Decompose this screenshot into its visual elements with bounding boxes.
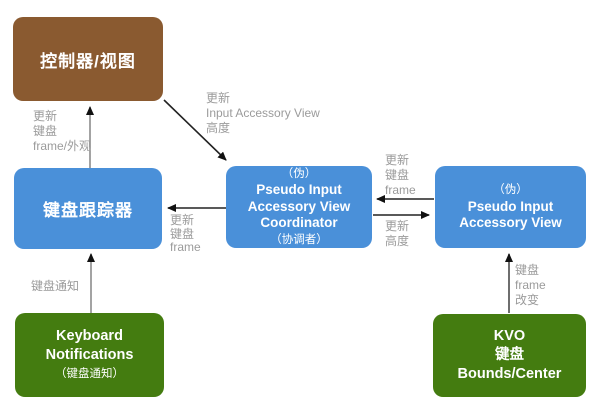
label-update-keyboard-frame-appearance: 更新 键盘 frame/外观 <box>33 109 91 154</box>
node-kvo-bounds-center[interactable]: KVO 键盘 Bounds/Center <box>433 314 586 397</box>
node-kvo-line-2: 键盘 <box>495 347 524 363</box>
label-update-input-accessory-view-height: 更新 Input Accessory View 高度 <box>206 91 320 136</box>
label-keyboard-frame-change: 键盘 frame 改变 <box>515 263 546 308</box>
label-keyboard-notification: 键盘通知 <box>31 279 79 294</box>
label-line: Input Accessory View <box>206 106 320 120</box>
node-pseudo-view-line-3: Accessory View <box>459 215 562 231</box>
label-line: 更新 <box>385 153 410 167</box>
label-line: 高度 <box>206 121 231 135</box>
label-update-height: 更新 高度 <box>385 219 409 249</box>
label-line: 改变 <box>515 293 540 307</box>
node-controller-view[interactable]: 控制器/视图 <box>13 17 163 101</box>
node-keyboard-tracker[interactable]: 键盘跟踪器 <box>14 168 162 249</box>
node-notifications-line-1: Keyboard <box>56 327 123 344</box>
node-pseudo-view-line-2: Pseudo Input <box>467 198 554 214</box>
label-update-keyboard-frame-left: 更新 键盘 frame <box>170 213 201 255</box>
node-kvo-line-3: Bounds/Center <box>457 366 562 382</box>
label-line: 键盘通知 <box>31 279 80 293</box>
node-keyboard-notifications[interactable]: Keyboard Notifications （键盘通知） <box>15 313 164 397</box>
label-line: frame <box>170 240 201 254</box>
label-line: frame <box>515 278 546 292</box>
label-line: 更新 <box>33 109 58 123</box>
label-line: 键盘 <box>385 168 410 182</box>
node-coordinator[interactable]: （伪） Pseudo Input Accessory View Coordina… <box>226 166 372 248</box>
label-line: 键盘 <box>170 226 195 241</box>
label-line: frame <box>385 183 416 197</box>
node-notifications-line-2: Notifications <box>45 346 134 363</box>
label-line: 键盘 <box>515 263 540 277</box>
label-line: 更新 <box>385 219 410 233</box>
node-coordinator-line-2: Pseudo Input <box>256 182 342 198</box>
label-update-keyboard-frame-right: 更新 键盘 frame <box>385 153 416 198</box>
node-pseudo-accessory-view[interactable]: （伪） Pseudo Input Accessory View <box>435 166 586 248</box>
node-coordinator-line-3: Accessory View <box>247 198 351 214</box>
node-kvo-line-1: KVO <box>493 328 526 344</box>
node-coordinator-line-5: （协调者） <box>270 233 328 246</box>
node-keyboard-tracker-title: 键盘跟踪器 <box>43 201 133 220</box>
label-line: 键盘 <box>33 124 58 138</box>
node-coordinator-line-1: （伪） <box>281 167 317 180</box>
label-line: 高度 <box>385 234 410 248</box>
arrow-controller-to-coordinator <box>163 99 227 161</box>
label-line: 更新 <box>170 213 195 227</box>
node-coordinator-line-4: Coordinator <box>260 215 338 231</box>
node-pseudo-view-line-1: （伪） <box>493 184 528 197</box>
label-line: frame/外观 <box>33 139 92 153</box>
node-controller-view-title: 控制器/视图 <box>40 51 136 71</box>
label-line: 更新 <box>206 91 231 105</box>
node-notifications-line-3: （键盘通知） <box>55 367 124 380</box>
